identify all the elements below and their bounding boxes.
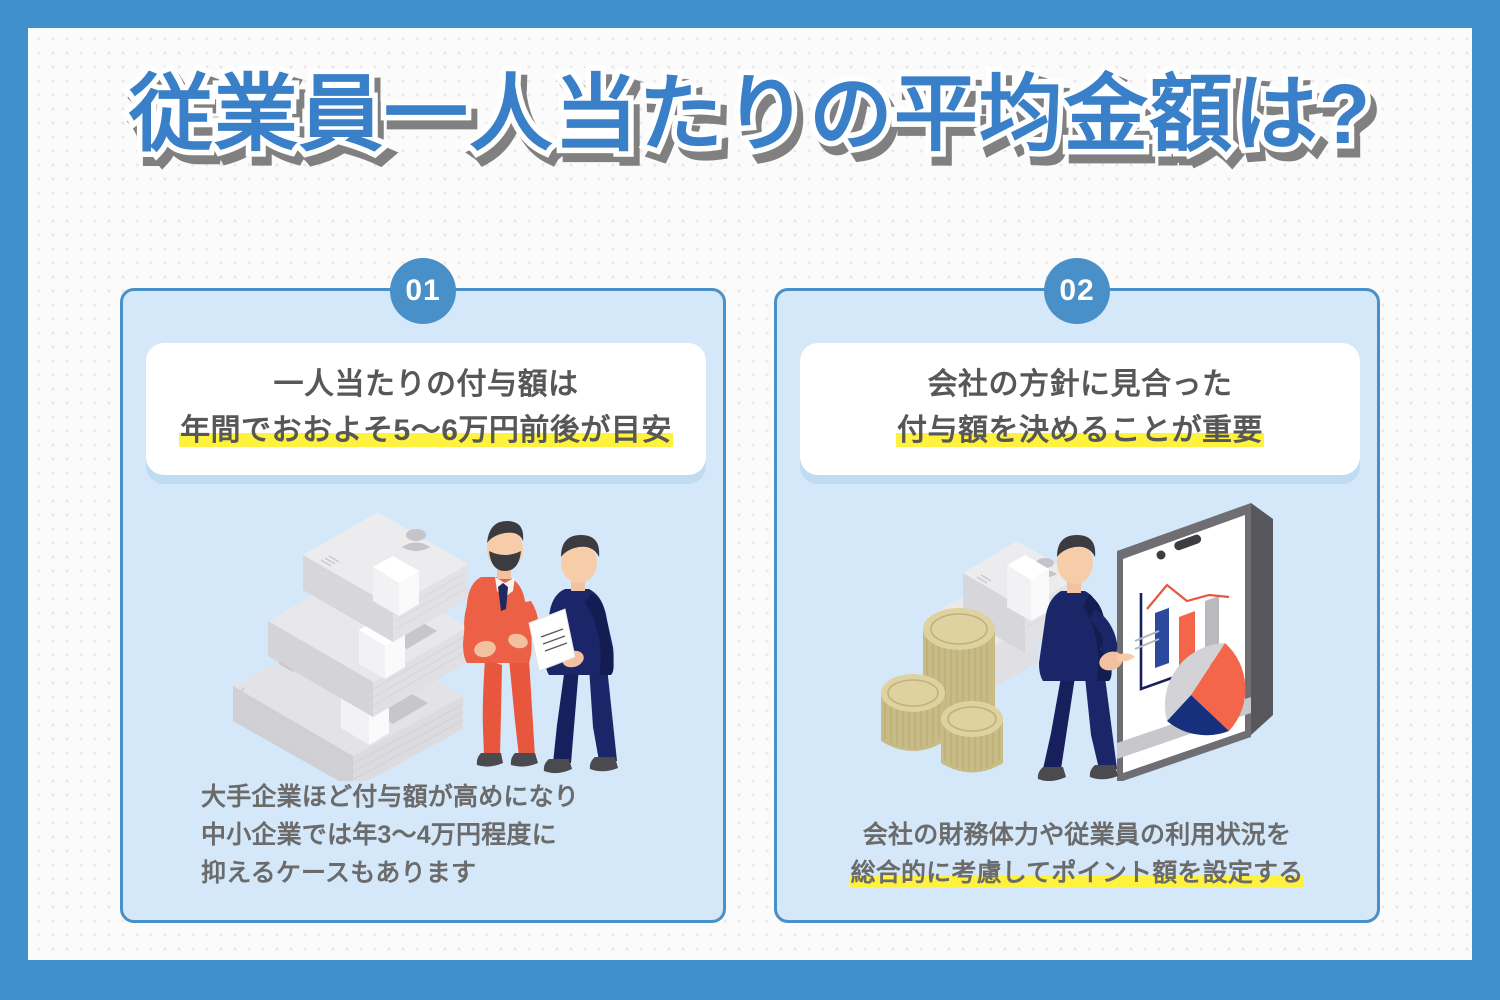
panel-01-number-badge: 01	[390, 258, 456, 324]
panel-02-caption-line-1: 会社の財務体力や従業員の利用状況を	[862, 821, 1292, 849]
panel-01-caption-line-1: 大手企業ほど付与額が高めになり	[201, 783, 580, 811]
panel-01-headline-card: 一人当たりの付与額は 年間でおおよそ5〜6万円前後が目安	[146, 343, 706, 476]
panel-02-headline-line1: 会社の方針に見合った	[927, 368, 1233, 401]
cash-stacks-and-handshake-illustration	[233, 512, 618, 781]
title-outline-layer: 従業員一人当たりの平均金額は?	[123, 64, 1375, 163]
panel-02-caption-line-2: 総合的に考慮してポイント額を設定する	[849, 859, 1305, 887]
panel-02-headline-line2-wrap: 付与額を決めることが重要	[812, 408, 1348, 454]
dotted-canvas: 従業員一人当たりの平均金額は? 従業員一人当たりの平均金額は? 従業員一人当たり…	[28, 28, 1472, 960]
panel-01: 01 一人当たりの付与額は 年間でおおよそ5〜6万円前後が目安	[120, 258, 726, 923]
panel-02-illustration	[777, 481, 1377, 781]
panel-02-headline-line2: 付与額を決めることが重要	[896, 413, 1264, 447]
panel-02-headline: 会社の方針に見合った 付与額を決めることが重要	[812, 362, 1348, 453]
page-title: 従業員一人当たりの平均金額は? 従業員一人当たりの平均金額は? 従業員一人当たり…	[28, 64, 1472, 200]
smartphone-analytics-illustration	[881, 503, 1273, 781]
panel-02-headline-card: 会社の方針に見合った 付与額を決めることが重要	[800, 343, 1360, 476]
panel-01-headline-line2: 年間でおおよそ5〜6万円前後が目安	[179, 413, 673, 447]
title-text-stack: 従業員一人当たりの平均金額は? 従業員一人当たりの平均金額は? 従業員一人当たり…	[123, 64, 1381, 172]
panel-01-headline-line1: 一人当たりの付与額は	[273, 368, 579, 401]
title-fill-layer: 従業員一人当たりの平均金額は?	[128, 67, 1372, 161]
panel-01-headline-line2-wrap: 年間でおおよそ5〜6万円前後が目安	[158, 408, 694, 454]
panel-row: 01 一人当たりの付与額は 年間でおおよそ5〜6万円前後が目安	[120, 258, 1380, 923]
title-shadow-layer: 従業員一人当たりの平均金額は?	[129, 73, 1381, 172]
panel-01-caption-line-2: 中小企業では年3〜4万円程度に	[201, 821, 557, 849]
panel-02-number-badge: 02	[1044, 258, 1110, 324]
panel-02-caption-line-2-wrap: 総合的に考慮してポイント額を設定する	[777, 854, 1377, 892]
panel-01-illustration	[123, 481, 723, 781]
panel-01-headline: 一人当たりの付与額は 年間でおおよそ5〜6万円前後が目安	[158, 362, 694, 453]
panel-01-caption: 大手企業ほど付与額が高めになり 中小企業では年3〜4万円程度に 抑えるケースもあ…	[123, 778, 801, 892]
panel-02: 02 会社の方針に見合った 付与額を決めることが重要	[774, 258, 1380, 923]
panel-02-caption: 会社の財務体力や従業員の利用状況を 総合的に考慮してポイント額を設定する	[777, 816, 1377, 892]
panel-01-caption-line-3: 抑えるケースもあります	[201, 859, 477, 887]
